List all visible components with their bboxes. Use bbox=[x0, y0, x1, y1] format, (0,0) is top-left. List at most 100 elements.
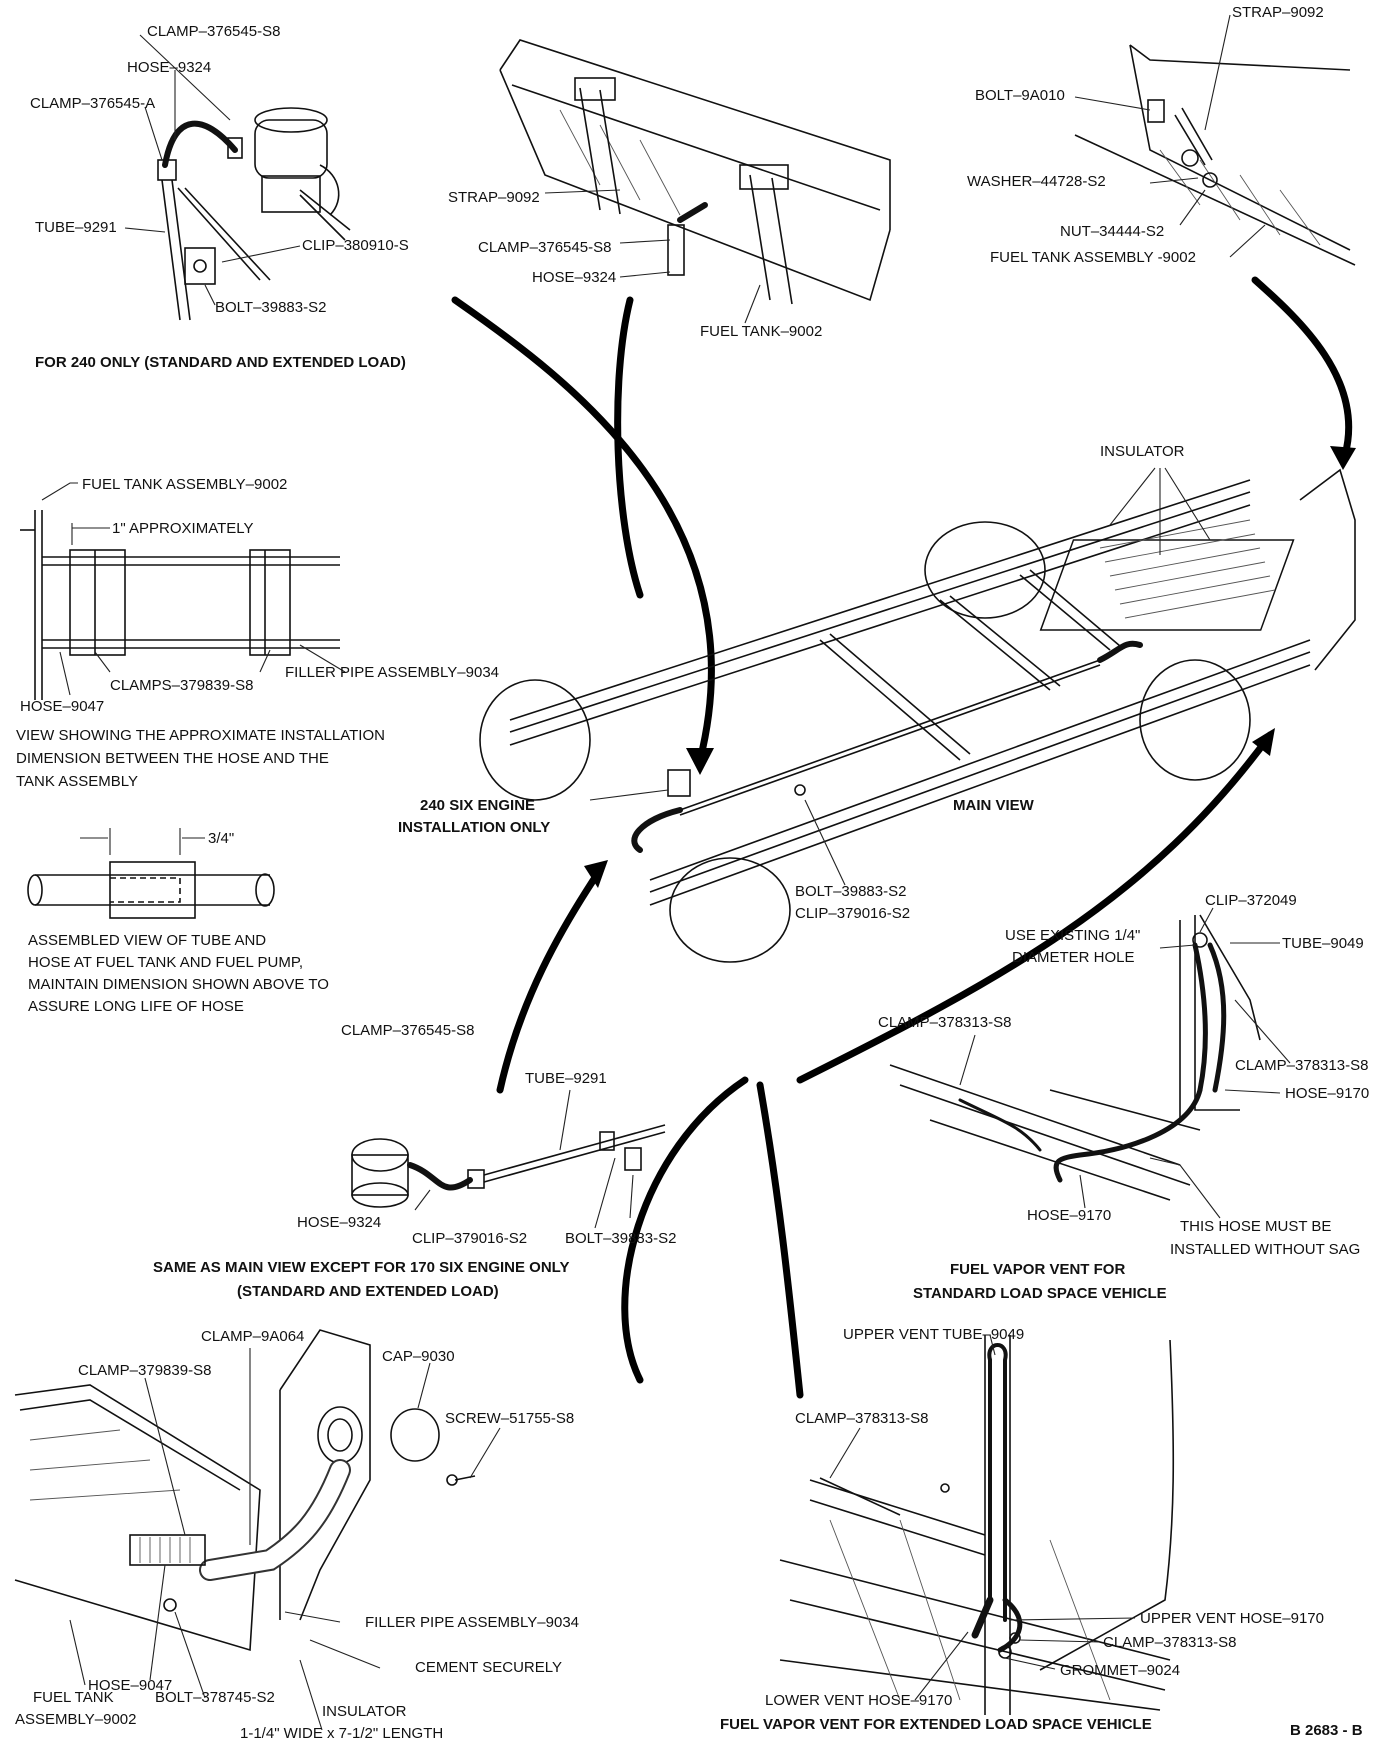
rear-wheel-bottom bbox=[1139, 659, 1251, 781]
label-screw-51755-s8: SCREW–51755-S8 bbox=[445, 1410, 574, 1427]
detail-tank-strap: STRAP–9092 CLAMP–376545-S8 HOSE–9324 FUE… bbox=[448, 39, 891, 340]
hose-9170-standard bbox=[1053, 1087, 1203, 1183]
label-clamp-376545-s8-center: CLAMP–376545-S8 bbox=[478, 239, 611, 256]
fuel-pump-body bbox=[254, 119, 328, 179]
label-clamp-379839-s8-neck: CLAMP–379839-S8 bbox=[78, 1362, 211, 1379]
detail-tube-hose-assembly: 3/4" ASSEMBLED VIEW OF TUBE AND HOSE AT … bbox=[27, 828, 329, 1015]
frame-rail-right bbox=[649, 639, 1311, 906]
label-fuel-tank-neck-2: ASSEMBLY–9002 bbox=[15, 1711, 136, 1728]
tube-9291-170 bbox=[483, 1124, 666, 1183]
label-fuel-tank-assembly-right: FUEL TANK ASSEMBLY -9002 bbox=[990, 249, 1196, 266]
note-assembled-view-3: MAINTAIN DIMENSION SHOWN ABOVE TO bbox=[28, 976, 329, 993]
screw-51755 bbox=[446, 1474, 458, 1486]
label-clamp-9a064: CLAMP–9A064 bbox=[201, 1328, 304, 1345]
label-hose-9047-dim: HOSE–9047 bbox=[20, 698, 104, 715]
lower-vent-hose-9170 bbox=[971, 1596, 994, 1639]
clip-380910 bbox=[184, 247, 216, 285]
label-240-six-engine: 240 SIX ENGINE bbox=[420, 797, 535, 814]
detail-240-fuel-pump: CLAMP–376545-S8 HOSE–9324 CLAMP–376545-A… bbox=[30, 23, 409, 371]
label-filler-pipe-dim: FILLER PIPE ASSEMBLY–9034 bbox=[285, 664, 499, 681]
label-main-view: MAIN VIEW bbox=[953, 797, 1035, 814]
detail-vapor-vent-standard: CLIP–372049 USE EXISTING 1/4" DIAMETER H… bbox=[878, 892, 1369, 1302]
label-tube-9291: TUBE–9291 bbox=[35, 219, 117, 236]
note-approx-installation-3: TANK ASSEMBLY bbox=[16, 773, 138, 790]
label-washer-44728-s2: WASHER–44728-S2 bbox=[967, 173, 1106, 190]
note-assembled-view-4: ASSURE LONG LIFE OF HOSE bbox=[28, 998, 244, 1015]
label-clamp-378313-s8-extended-left: CLAMP–378313-S8 bbox=[795, 1410, 928, 1427]
hose-sleeve bbox=[109, 861, 196, 919]
clip-372049 bbox=[1192, 932, 1208, 948]
main-view-chassis: INSULATOR 240 SIX ENGINE INSTALLATION ON… bbox=[398, 443, 1356, 963]
caption-240-only: FOR 240 ONLY (STANDARD AND EXTENDED LOAD… bbox=[35, 354, 406, 371]
hose-9324 bbox=[162, 120, 238, 168]
label-upper-vent-tube-9049: UPPER VENT TUBE–9049 bbox=[843, 1326, 1024, 1343]
detail-vapor-vent-extended: UPPER VENT TUBE–9049 CLAMP–378313-S8 UPP… bbox=[720, 1326, 1324, 1733]
detail-filler-neck: CLAMP–9A064 CLAMP–379839-S8 CAP–9030 SCR… bbox=[14, 1328, 579, 1742]
note-approx-installation-2: DIMENSION BETWEEN THE HOSE AND THE bbox=[16, 750, 329, 767]
label-bolt-378745-s2: BOLT–378745-S2 bbox=[155, 1689, 275, 1706]
washer-44728 bbox=[1181, 149, 1199, 167]
note-assembled-view-2: HOSE AT FUEL TANK AND FUEL PUMP, bbox=[28, 954, 303, 971]
frame-rail-left bbox=[509, 479, 1251, 746]
label-cap-9030: CAP–9030 bbox=[382, 1348, 455, 1365]
rear-wheel-top bbox=[924, 521, 1046, 619]
strap-9092-right bbox=[749, 174, 793, 305]
label-1-inch-approx: 1" APPROXIMATELY bbox=[112, 520, 253, 537]
strap-9092-left bbox=[579, 87, 621, 215]
label-tube-9291-170: TUBE–9291 bbox=[525, 1070, 607, 1087]
label-bolt-9a010: BOLT–9A010 bbox=[975, 87, 1065, 104]
nut-34444 bbox=[1202, 172, 1218, 188]
caption-vapor-vent-standard-2: STANDARD LOAD SPACE VEHICLE bbox=[913, 1285, 1167, 1302]
label-hose-no-sag-1: THIS HOSE MUST BE bbox=[1180, 1218, 1331, 1235]
label-use-existing-hole-2: DIAMETER HOLE bbox=[1012, 949, 1135, 966]
filler-neck-opening bbox=[317, 1406, 363, 1464]
strap-9092-bolt bbox=[1174, 107, 1213, 166]
front-wheel-top bbox=[479, 679, 591, 801]
hose-9047-neck bbox=[129, 1534, 206, 1566]
label-hose-9324-170: HOSE–9324 bbox=[297, 1214, 381, 1231]
label-nut-34444-s2: NUT–34444-S2 bbox=[1060, 223, 1164, 240]
label-hose-no-sag-2: INSTALLED WITHOUT SAG bbox=[1170, 1241, 1360, 1258]
note-approx-installation-1: VIEW SHOWING THE APPROXIMATE INSTALLATIO… bbox=[16, 727, 385, 744]
upper-vent-hose-9170 bbox=[997, 1597, 1023, 1653]
label-insulator-neck-1: INSULATOR bbox=[322, 1703, 407, 1720]
label-insulator-main: INSULATOR bbox=[1100, 443, 1185, 460]
label-grommet-9024: GROMMET–9024 bbox=[1060, 1662, 1180, 1679]
label-clip-372049: CLIP–372049 bbox=[1205, 892, 1297, 909]
label-fuel-tank-assembly-dim: FUEL TANK ASSEMBLY–9002 bbox=[82, 476, 287, 493]
detail-filler-hose-dimension: FUEL TANK ASSEMBLY–9002 1" APPROXIMATELY… bbox=[16, 476, 499, 790]
label-bolt-39883-s2: BOLT–39883-S2 bbox=[215, 299, 326, 316]
hose-9324-tank bbox=[667, 224, 685, 276]
label-hose-9324-center: HOSE–9324 bbox=[532, 269, 616, 286]
label-hose-9047-neck: HOSE–9047 bbox=[88, 1677, 172, 1694]
caption-vapor-vent-standard-1: FUEL VAPOR VENT FOR bbox=[950, 1261, 1125, 1278]
detail-170-engine: CLAMP–376545-S8 TUBE–9291 HOSE–9324 CLIP… bbox=[153, 1022, 676, 1300]
caption-170-engine-1: SAME AS MAIN VIEW EXCEPT FOR 170 SIX ENG… bbox=[153, 1259, 569, 1276]
bolt-9a010 bbox=[1147, 99, 1165, 123]
label-insulator-neck-2: 1-1/4" WIDE x 7-1/2" LENGTH bbox=[240, 1725, 443, 1742]
caption-170-engine-2: (STANDARD AND EXTENDED LOAD) bbox=[237, 1283, 499, 1300]
label-fuel-tank-9002: FUEL TANK–9002 bbox=[700, 323, 822, 340]
label-lower-vent-hose-9170: LOWER VENT HOSE–9170 bbox=[765, 1692, 952, 1709]
cap-9030 bbox=[390, 1408, 440, 1462]
flow-arrows bbox=[451, 276, 1356, 1399]
label-bolt-39883-s2-main: BOLT–39883-S2 bbox=[795, 883, 906, 900]
label-clamps-379839-s8: CLAMPS–379839-S8 bbox=[110, 677, 253, 694]
label-fuel-tank-neck-1: FUEL TANK bbox=[33, 1689, 114, 1706]
label-bolt-39883-s2-170: BOLT–39883-S2 bbox=[565, 1230, 676, 1247]
label-hose-9170-standard-right: HOSE–9170 bbox=[1285, 1085, 1369, 1102]
label-clip-379016-s2-170: CLIP–379016-S2 bbox=[412, 1230, 527, 1247]
label-clamp-376545-s8-170: CLAMP–376545-S8 bbox=[341, 1022, 474, 1039]
label-clamp-378313-s8-standard-left: CLAMP–378313-S8 bbox=[878, 1014, 1011, 1031]
upper-vent-tube-9049 bbox=[987, 1343, 1008, 1622]
label-use-existing-hole-1: USE EXISTING 1/4" bbox=[1005, 927, 1140, 944]
fuel-pump-main bbox=[667, 769, 691, 797]
label-clip-380910-s: CLIP–380910-S bbox=[302, 237, 409, 254]
label-filler-pipe-neck: FILLER PIPE ASSEMBLY–9034 bbox=[365, 1614, 579, 1631]
label-clip-379016-s2-main: CLIP–379016-S2 bbox=[795, 905, 910, 922]
insulator-leaders bbox=[1109, 467, 1211, 555]
label-hose-9324: HOSE–9324 bbox=[127, 59, 211, 76]
tube-9291 bbox=[161, 179, 191, 321]
